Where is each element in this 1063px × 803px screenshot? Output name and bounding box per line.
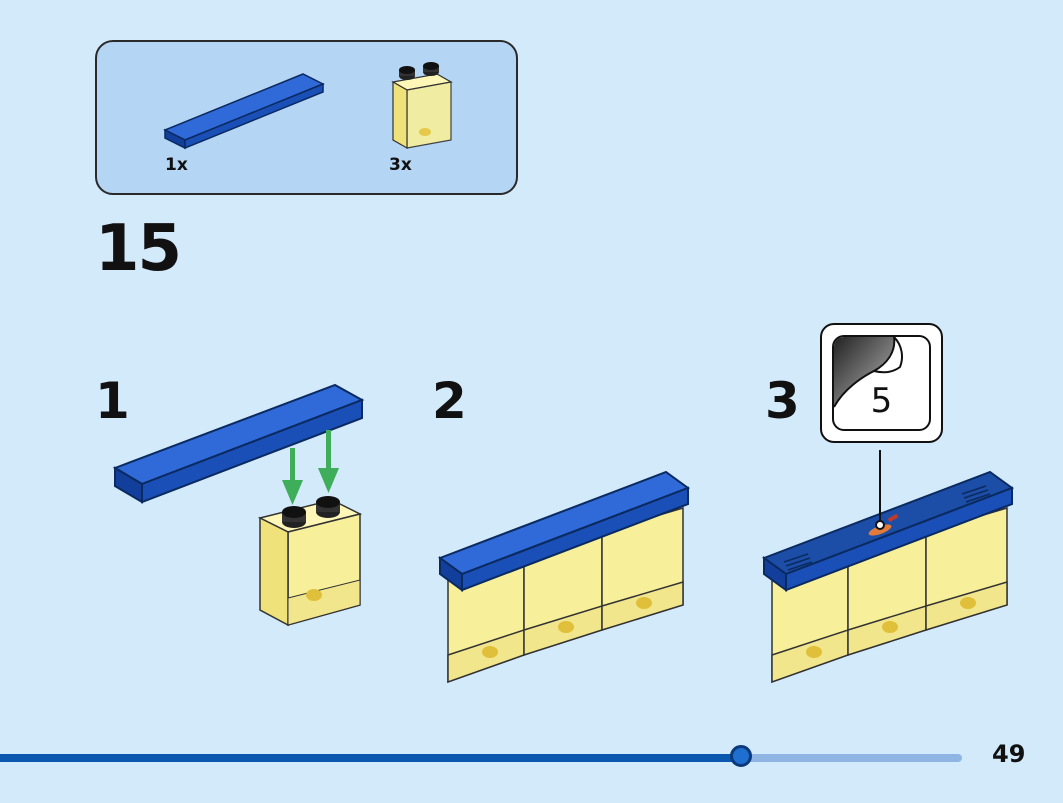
substep-label-1: 1 (95, 372, 130, 430)
page-number: 49 (992, 740, 1026, 768)
substep-2-illustration (437, 470, 691, 684)
progress-knob (730, 745, 752, 767)
parts-list-box: 1x 3x (95, 40, 518, 195)
step-number: 15 (95, 212, 182, 286)
yellow-panel-icon (391, 62, 453, 150)
sticker-callout: 5 (820, 323, 943, 443)
blue-tile-icon (163, 73, 325, 150)
progress-fill (0, 754, 741, 762)
substep-label-2: 2 (432, 372, 467, 430)
part-qty-2: 3x (389, 155, 412, 175)
sticker-peel-icon (834, 337, 903, 408)
sticker-callout-inner: 5 (832, 335, 931, 431)
substep-1-illustration (112, 383, 365, 627)
sticker-number: 5 (870, 381, 893, 421)
substep-label-3: 3 (765, 372, 800, 430)
down-arrow-icon (282, 430, 339, 505)
substep-3-illustration (761, 450, 1015, 684)
part-qty-1: 1x (165, 155, 188, 175)
